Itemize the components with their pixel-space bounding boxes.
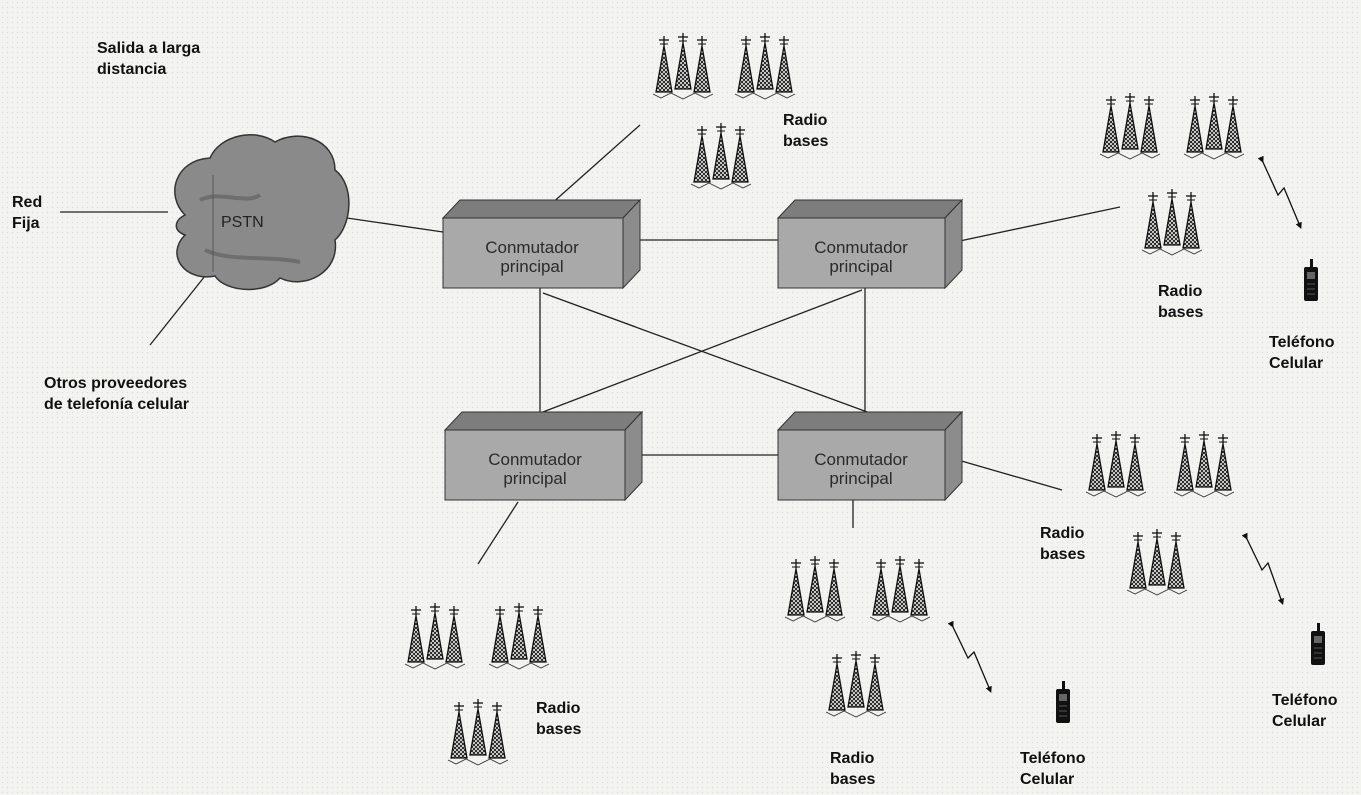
cell-tower-icon [870, 556, 930, 622]
cell-tower-icon [1100, 93, 1160, 159]
radio-bases-label-bottom-left: Radio bases [536, 700, 582, 738]
line-switch2-switch3 [534, 289, 863, 416]
line-switch4-radio-lower-right [957, 459, 1063, 491]
radio-bases-label-right: Radio bases [1158, 283, 1204, 321]
line-switch2-radio-right [954, 206, 1121, 243]
line-other-providers [149, 275, 206, 346]
radio-bases-lower-right [1086, 431, 1234, 595]
radio-bases-label-top: Radio bases [783, 112, 829, 150]
fixed-network-label: Red Fija [12, 194, 43, 232]
cell-tower-icon [1142, 189, 1202, 255]
cell-tower-icon [735, 33, 795, 99]
cell-tower-icon [1127, 529, 1187, 595]
phone-label-lower-right: Teléfono Celular [1272, 692, 1338, 730]
cell-tower-icon [448, 699, 508, 765]
switch-label-3: Conmutador principal [488, 450, 582, 488]
cell-phone-icon [1310, 622, 1326, 666]
switch-label-2: Conmutador principal [814, 238, 908, 276]
cell-tower-icon [1184, 93, 1244, 159]
cell-tower-icon [691, 123, 751, 189]
cell-tower-icon [489, 603, 549, 669]
radio-bases-bottom-left [405, 603, 549, 765]
switch-box-1 [441, 198, 642, 290]
phone-label-right: Teléfono Celular [1269, 334, 1335, 372]
pstn-cloud [174, 134, 350, 291]
cell-phone-icon [1055, 680, 1071, 724]
radio-bases-label-bottom: Radio bases [830, 750, 876, 788]
long-distance-label: Salida a larga distancia [97, 40, 201, 78]
radio-bases-label-lower-right: Radio bases [1040, 525, 1086, 563]
cell-tower-icon [405, 603, 465, 669]
phone-label-bottom: Teléfono Celular [1020, 750, 1086, 788]
line-switch1-radio-top [549, 124, 641, 206]
connection-lines [60, 124, 1121, 565]
radio-link-icon [1257, 155, 1302, 229]
line-switch3-radio-bottom-left [477, 501, 519, 565]
radio-bases-right [1100, 93, 1244, 255]
cell-tower-icon [1086, 431, 1146, 497]
switch-box-3 [443, 410, 644, 502]
switch-box-4 [776, 410, 964, 502]
switch-box-2 [776, 198, 964, 290]
cell-tower-icon [653, 33, 713, 99]
switch-label-1: Conmutador principal [485, 238, 579, 276]
radio-link-icon [947, 620, 992, 693]
cell-tower-icon [785, 556, 845, 622]
radio-link-icon [1241, 532, 1284, 606]
pstn-label: PSTN [221, 214, 264, 231]
cell-phone-icon [1303, 258, 1319, 302]
radio-bases-top [653, 33, 795, 189]
line-switch1-switch4 [542, 292, 871, 414]
switch-label-4: Conmutador principal [814, 450, 908, 488]
cell-tower-icon [826, 651, 886, 717]
cell-tower-icon [1174, 431, 1234, 497]
other-providers-label: Otros proveedores de telefonía celular [44, 375, 189, 413]
radio-bases-bottom [785, 556, 930, 717]
line-pstn-switch [346, 217, 444, 233]
